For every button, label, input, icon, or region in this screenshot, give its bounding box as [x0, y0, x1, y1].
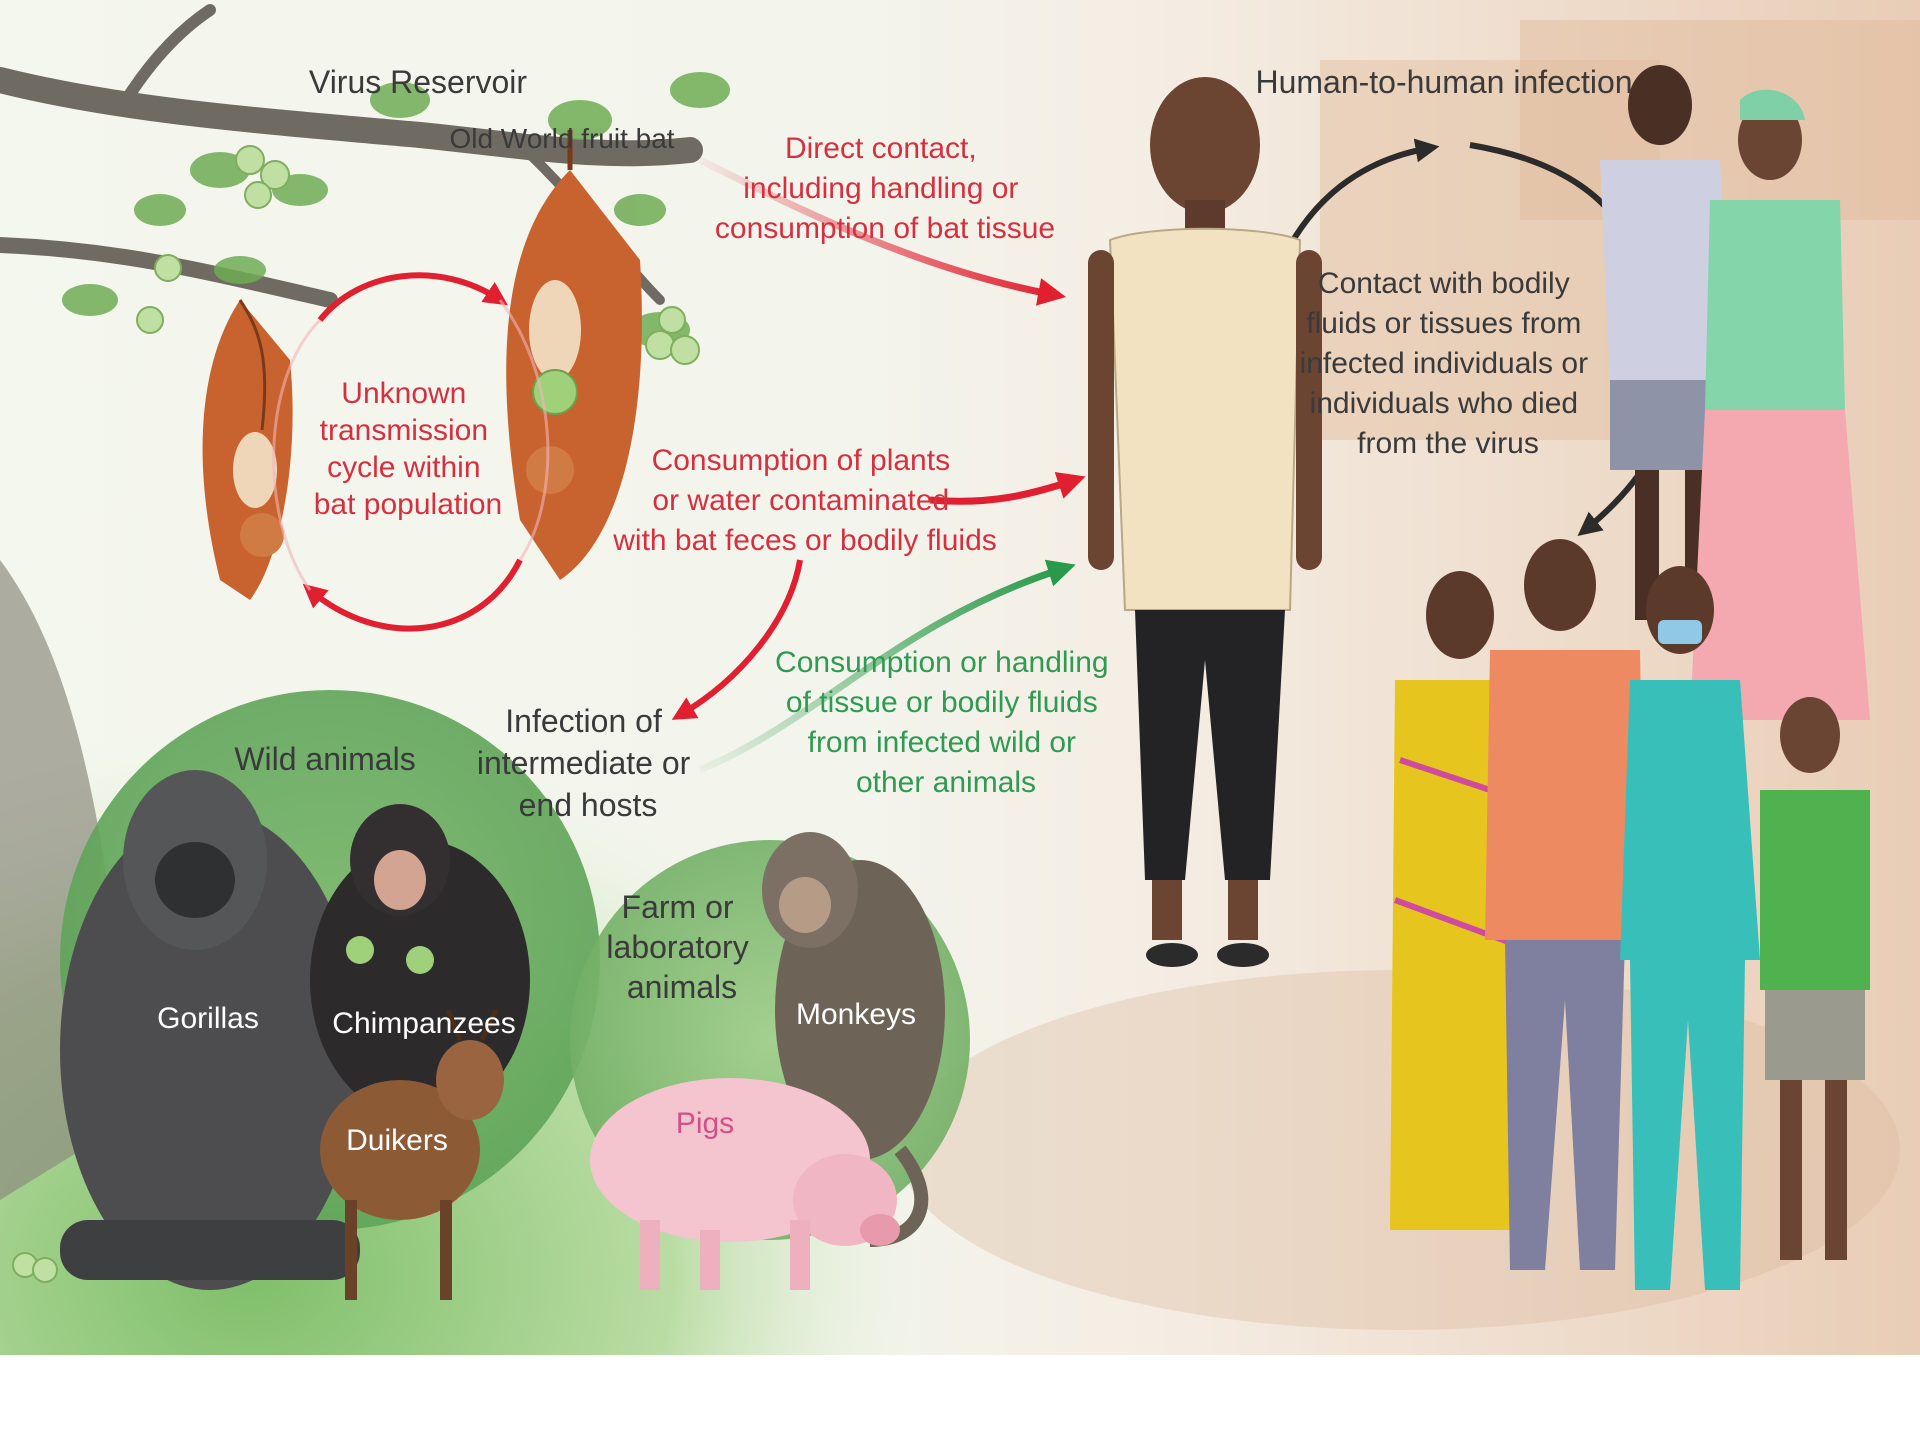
label-human-to-human: Human-to-human infection	[1255, 64, 1632, 100]
label-virus-reservoir: Virus Reservoir	[309, 64, 527, 100]
label-fruit-bat: Old World fruit bat	[449, 123, 674, 154]
label-gorillas: Gorillas	[157, 1002, 259, 1035]
label-monkeys: Monkeys	[796, 998, 916, 1031]
caption-consumption-plants: Consumption of plants or water contamina…	[612, 444, 997, 557]
label-pigs: Pigs	[676, 1107, 734, 1140]
label-farm-animals: Farm or laboratory animals	[606, 889, 757, 1005]
label-duikers: Duikers	[346, 1124, 448, 1157]
label-chimpanzees: Chimpanzees	[332, 1007, 515, 1040]
label-wild-animals: Wild animals	[234, 741, 415, 777]
